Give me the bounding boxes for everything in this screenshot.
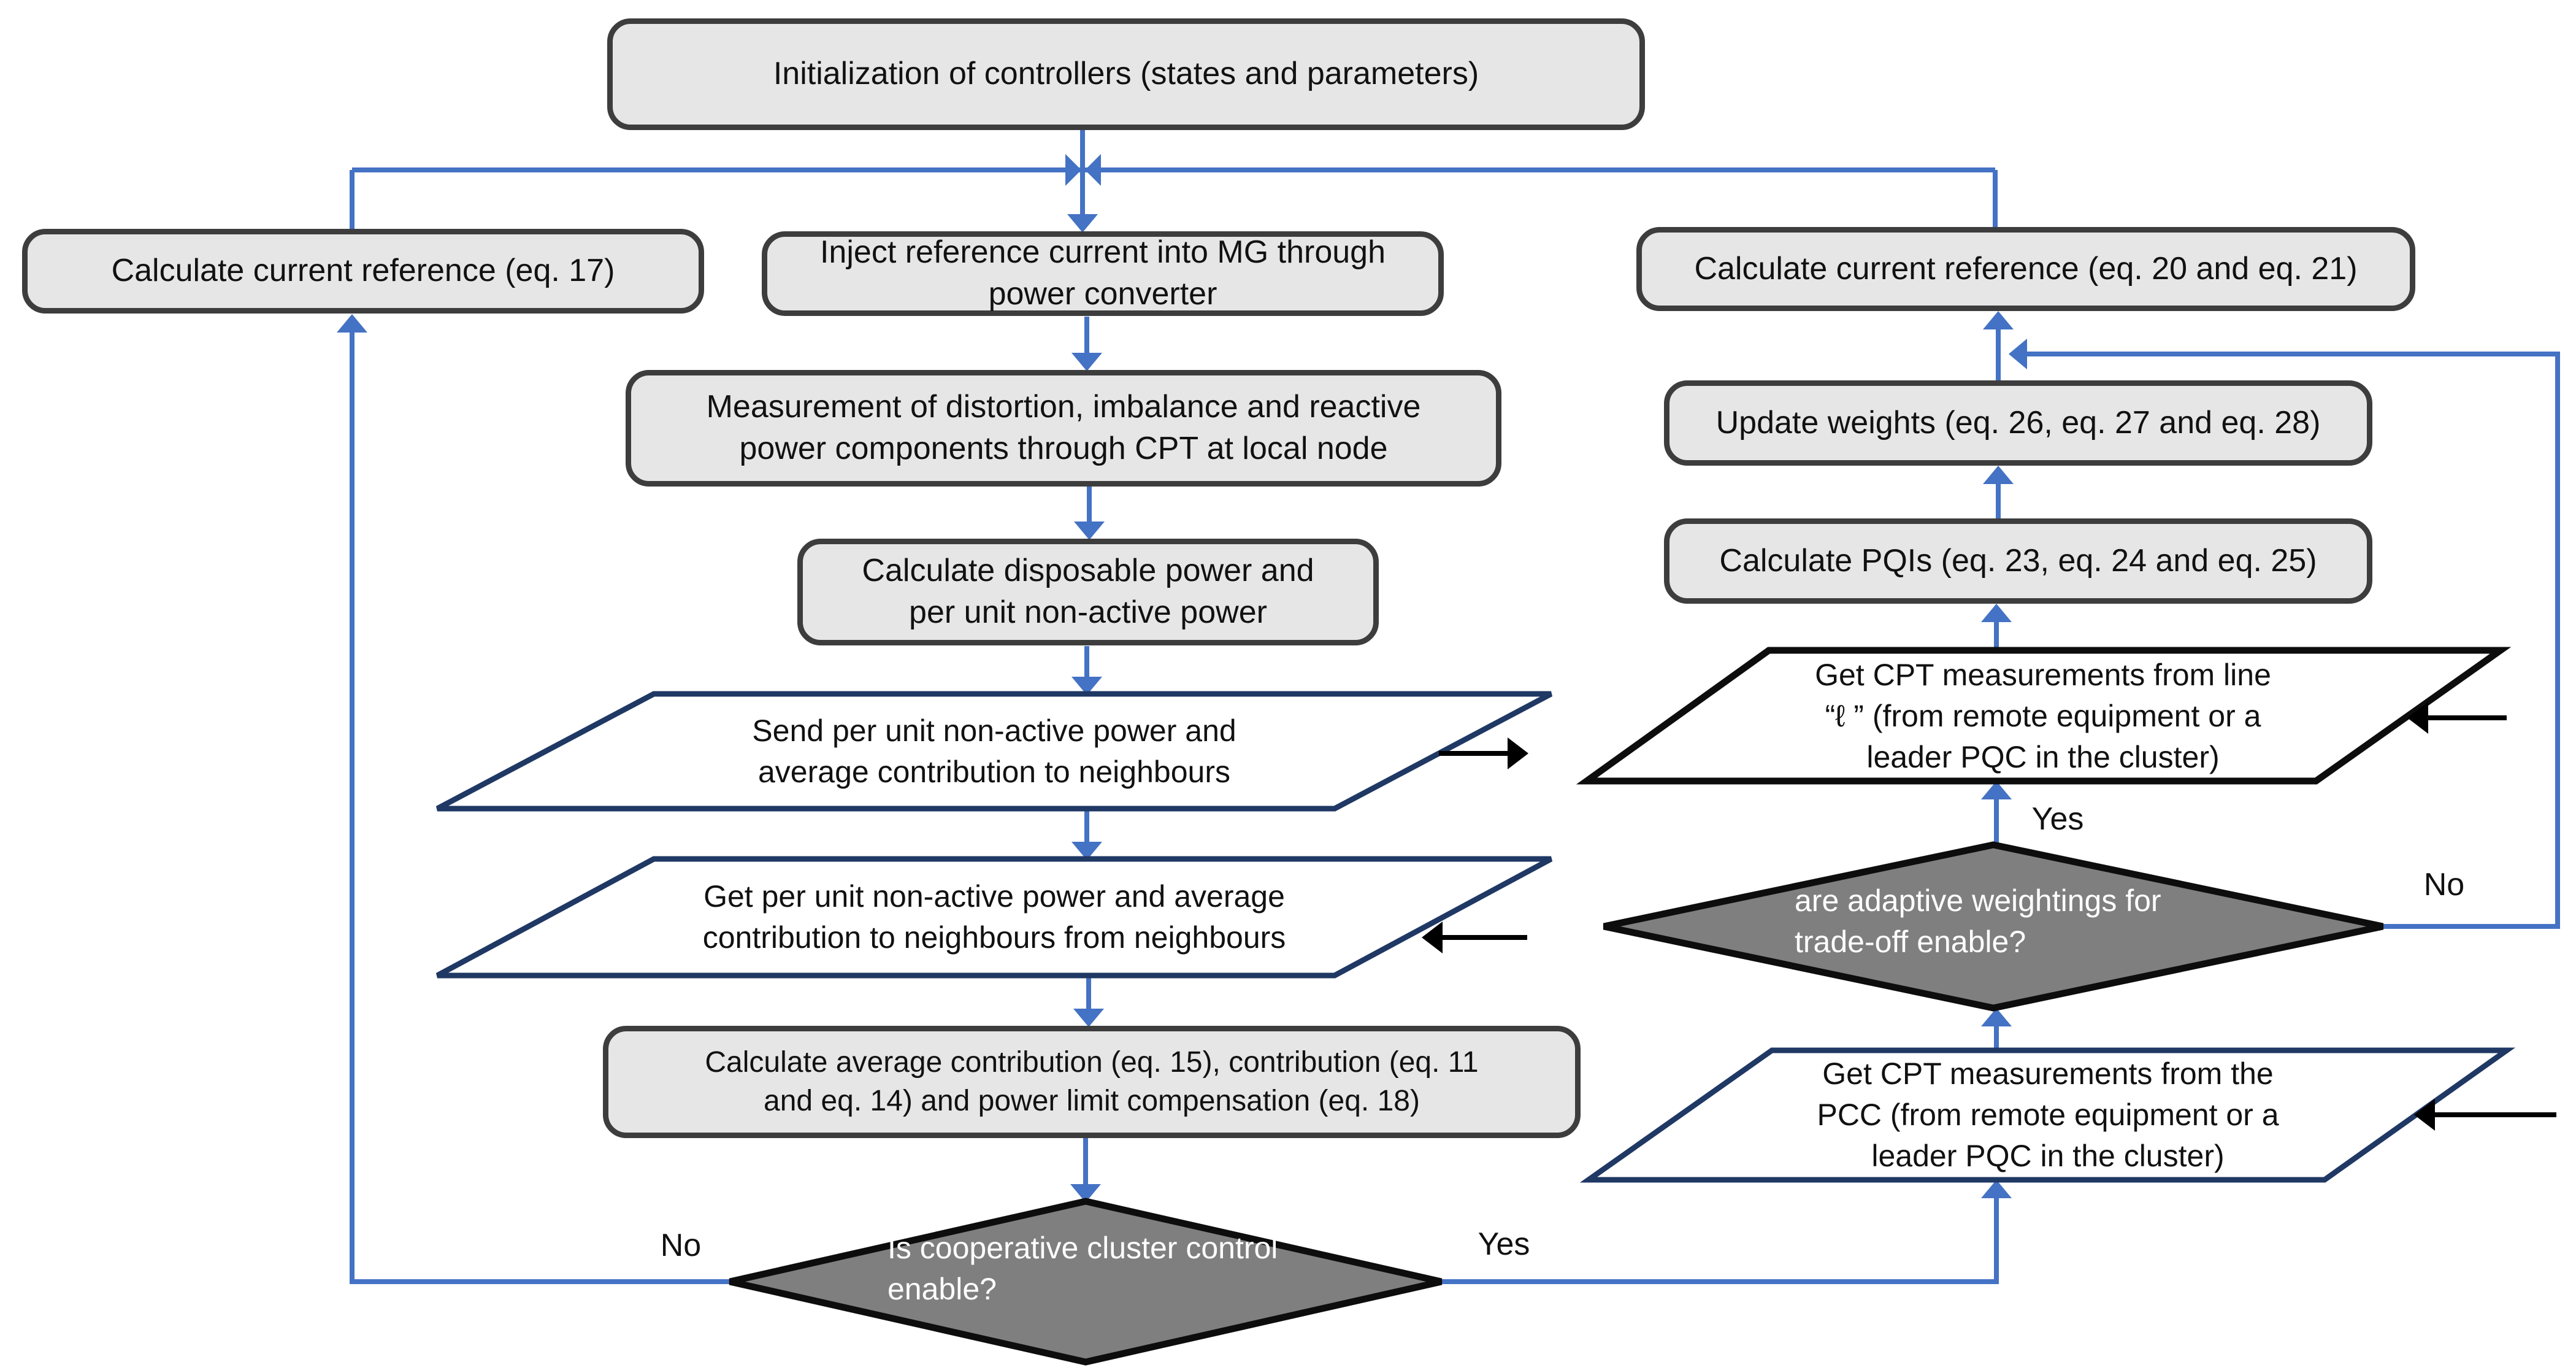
comm-arrow-send-out-icon — [1508, 737, 1528, 769]
io-get-per-unit-shape — [435, 856, 1553, 979]
process-calc-pqis: Calculate PQIs (eq. 23, eq. 24 and eq. 2… — [1664, 518, 2372, 604]
process-update-weights: Update weights (eq. 26, eq. 27 and eq. 2… — [1664, 380, 2372, 466]
io-get-cpt-line-shape — [1576, 647, 2512, 785]
arrowhead-into-weights-icon — [1983, 466, 2014, 484]
comm-arrow-linel-in-icon — [2407, 702, 2428, 734]
arrowhead-no-loop-merge-icon — [2009, 339, 2027, 369]
arrowhead-junction-right-icon — [1085, 154, 1101, 186]
label-coop-no: No — [660, 1228, 702, 1263]
io-send-per-unit-shape — [435, 691, 1553, 812]
label-adaptive-yes: Yes — [2031, 801, 2084, 837]
arrowhead-into-inject-icon — [1067, 214, 1098, 233]
arrowhead-into-measure-icon — [1071, 353, 1102, 371]
io-get-cpt-pcc-shape — [1579, 1047, 2516, 1183]
arrowhead-into-disposable-icon — [1074, 521, 1105, 540]
decision-adaptive-shape — [1603, 841, 2384, 1012]
arrowhead-into-send-icon — [1071, 677, 1102, 695]
arrowhead-into-linel-icon — [1981, 781, 2012, 799]
arrowhead-junction-left-icon — [1065, 154, 1081, 186]
decision-cooperative-shape — [729, 1198, 1443, 1366]
process-initialization: Initialization of controllers (states an… — [607, 18, 1645, 130]
comm-arrow-get-in-icon — [1422, 922, 1443, 953]
label-coop-yes: Yes — [1478, 1226, 1530, 1262]
arrowhead-into-pqis-icon — [1981, 604, 2012, 622]
arrowhead-into-get-icon — [1071, 842, 1102, 860]
edge-adaptive-no-loop — [2027, 352, 2560, 929]
arrowhead-into-calcref17-icon — [337, 314, 367, 333]
process-calc-disposable-power: Calculate disposable power and per unit … — [797, 539, 1379, 645]
edge-coop-no-loop — [350, 332, 730, 1284]
arrowhead-into-pcc-icon — [1981, 1180, 2012, 1198]
process-measurement-cpt: Measurement of distortion, imbalance and… — [626, 370, 1501, 487]
edge-coop-yes-loop — [1441, 1198, 1999, 1284]
arrowhead-into-adaptive-icon — [1981, 1008, 2012, 1026]
process-calc-average-contribution: Calculate average contribution (eq. 15),… — [603, 1026, 1581, 1138]
process-calc-current-ref-eq20-21: Calculate current reference (eq. 20 and … — [1636, 227, 2415, 311]
process-calc-current-ref-eq17: Calculate current reference (eq. 17) — [22, 229, 704, 314]
arrowhead-into-coop-icon — [1070, 1184, 1101, 1203]
comm-arrow-pcc-in-icon — [2414, 1099, 2435, 1131]
label-adaptive-no: No — [2423, 867, 2465, 902]
arrowhead-into-ref2021-icon — [1983, 311, 2014, 329]
process-inject-reference-current: Inject reference current into MG through… — [762, 231, 1444, 316]
arrowhead-into-calcavg-icon — [1073, 1009, 1104, 1027]
